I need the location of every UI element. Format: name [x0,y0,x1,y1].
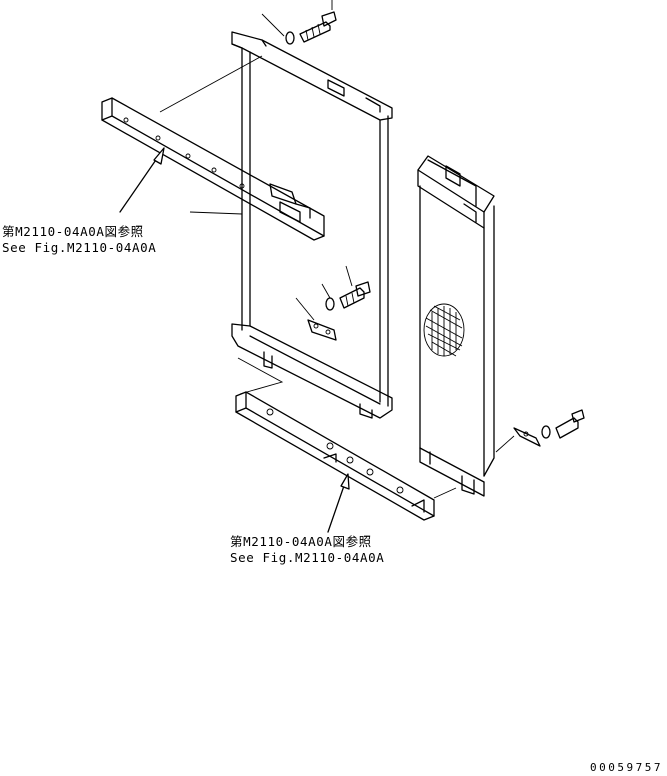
callout-lower-ja: 第M2110-04A0A図参照 [230,534,372,549]
leader-frame-label [189,211,243,215]
callout-upper-en: See Fig.M2110-04A0A [2,240,157,255]
shroud-frame [231,31,393,419]
bolt-right-icon [495,409,585,453]
radiator-mesh-icon [423,303,465,357]
lower-bar [235,391,435,521]
leader-lower-bar [237,357,284,395]
callout-upper: 第M2110-04A0A図参照 See Fig.M2110-04A0A [2,224,156,256]
leader-lower-right [433,487,457,499]
cross-bar [101,97,325,241]
bolt-top-icon [261,11,337,45]
document-number: 00059757 [590,761,663,774]
callout-upper-arrow [119,147,165,213]
leader-crossbar [159,55,263,113]
radiator-core [417,155,495,497]
callout-upper-ja: 第M2110-04A0A図参照 [2,224,144,239]
callout-lower: 第M2110-04A0A図参照 See Fig.M2110-04A0A [230,534,384,566]
callout-lower-arrow [327,473,350,533]
bolt-middle-icon [321,265,371,311]
leader-bracket [295,297,315,321]
callout-lower-en: See Fig.M2110-04A0A [230,550,385,565]
